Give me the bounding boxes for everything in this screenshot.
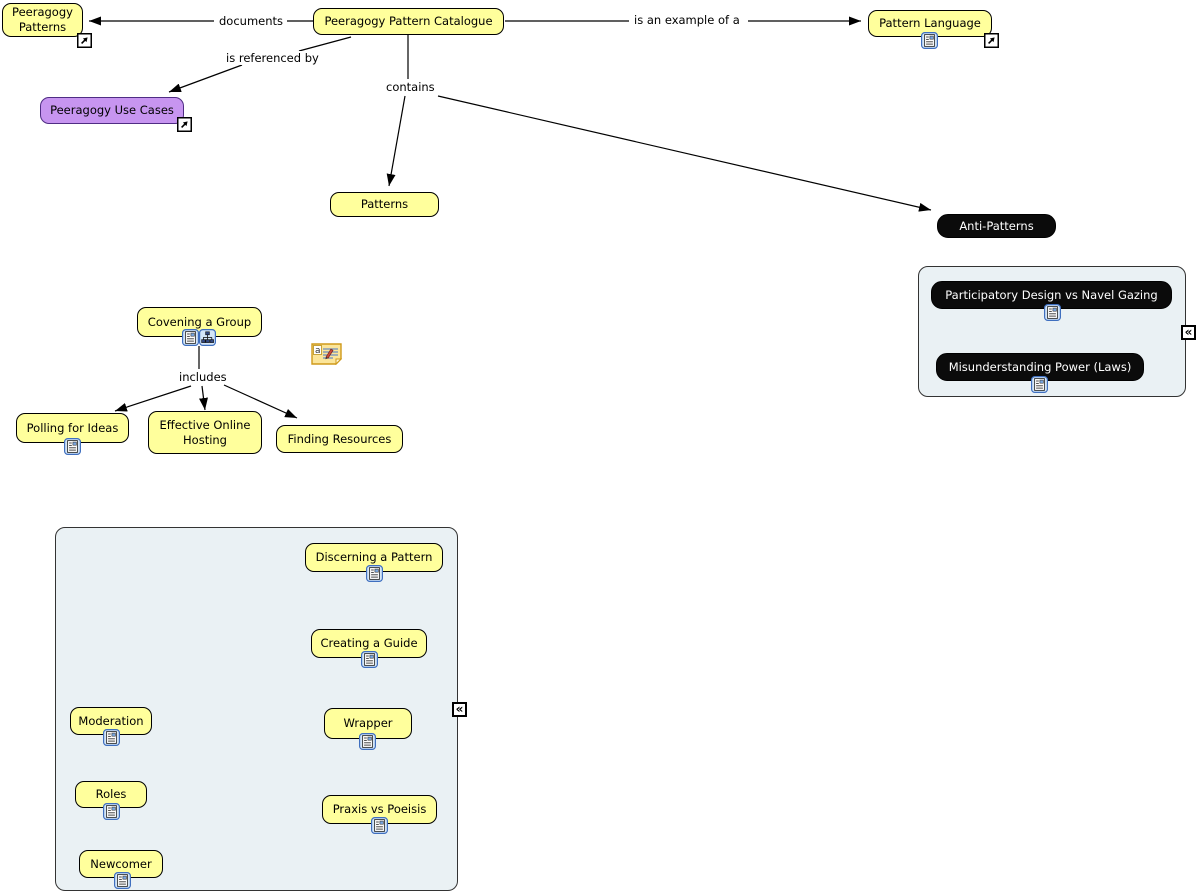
document-icon[interactable] bbox=[921, 32, 938, 49]
node-covening-a-group[interactable]: Covening a Group bbox=[137, 307, 262, 337]
node-pattern-language[interactable]: Pattern Language bbox=[868, 10, 992, 37]
collapse-icon[interactable]: « bbox=[1181, 325, 1196, 340]
document-icon[interactable] bbox=[1031, 376, 1048, 393]
external-link-icon[interactable] bbox=[177, 117, 192, 132]
collapse-icon[interactable]: « bbox=[452, 702, 467, 717]
link-label-includes[interactable]: includes bbox=[176, 370, 230, 384]
node-patterns[interactable]: Patterns bbox=[330, 192, 439, 217]
node-finding-resources[interactable]: Finding Resources bbox=[276, 425, 403, 453]
document-icon[interactable] bbox=[64, 438, 81, 455]
node-peeragogy-pattern-catalogue[interactable]: Peeragogy Pattern Catalogue bbox=[313, 8, 504, 35]
link-label-contains[interactable]: contains bbox=[383, 80, 438, 94]
node-anti-patterns[interactable]: Anti-Patterns bbox=[937, 214, 1056, 238]
node-newcomer[interactable]: Newcomer bbox=[79, 850, 163, 878]
external-link-icon[interactable] bbox=[984, 33, 999, 48]
link-label-is-an-example-of-a[interactable]: is an example of a bbox=[631, 13, 743, 27]
document-icon[interactable] bbox=[371, 817, 388, 834]
document-icon[interactable] bbox=[359, 733, 376, 750]
document-icon[interactable] bbox=[361, 651, 378, 668]
external-link-icon[interactable] bbox=[77, 33, 92, 48]
annotation-icon[interactable] bbox=[311, 343, 342, 365]
link-label-documents[interactable]: documents bbox=[216, 14, 287, 28]
document-icon[interactable] bbox=[366, 565, 383, 582]
concept-map-icon[interactable] bbox=[199, 329, 216, 346]
document-icon[interactable] bbox=[1044, 304, 1061, 321]
document-icon[interactable] bbox=[103, 729, 120, 746]
node-roles[interactable]: Roles bbox=[75, 781, 147, 808]
document-icon[interactable] bbox=[114, 872, 131, 889]
document-icon[interactable] bbox=[182, 329, 199, 346]
node-peeragogy-patterns[interactable]: Peeragogy Patterns bbox=[2, 3, 83, 37]
node-peeragogy-use-cases[interactable]: Peeragogy Use Cases bbox=[40, 97, 184, 124]
node-effective-online-hosting[interactable]: Effective Online Hosting bbox=[148, 411, 262, 454]
document-icon[interactable] bbox=[103, 803, 120, 820]
link-label-is-referenced-by[interactable]: is referenced by bbox=[223, 51, 322, 65]
